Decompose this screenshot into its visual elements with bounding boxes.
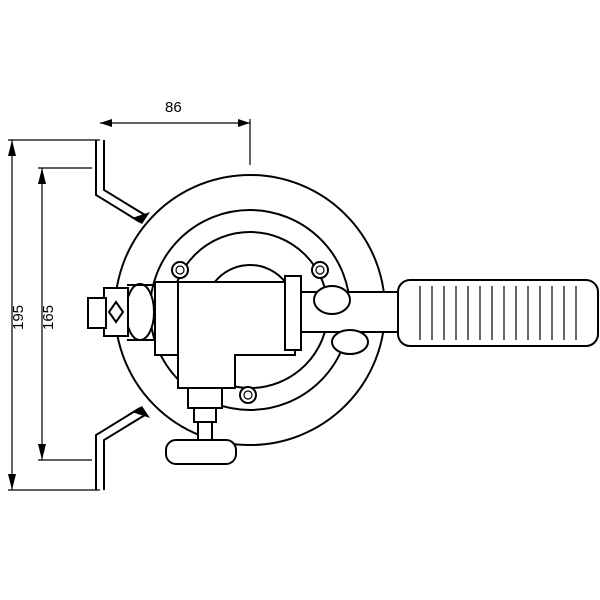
dimension-label-165: 165 bbox=[40, 305, 57, 330]
lower-bracket bbox=[95, 407, 141, 490]
handle bbox=[284, 275, 599, 355]
release-valve bbox=[165, 387, 237, 465]
dimension-195: 195 bbox=[8, 139, 100, 491]
dimension-label-195: 195 bbox=[10, 305, 27, 330]
dimension-label-86: 86 bbox=[165, 99, 182, 116]
upper-bracket bbox=[95, 140, 141, 223]
dimension-86: 86 bbox=[100, 99, 251, 165]
left-fitting bbox=[87, 287, 129, 337]
valve-body bbox=[154, 281, 296, 389]
bolts bbox=[171, 261, 329, 404]
dimension-165: 165 bbox=[38, 167, 92, 461]
